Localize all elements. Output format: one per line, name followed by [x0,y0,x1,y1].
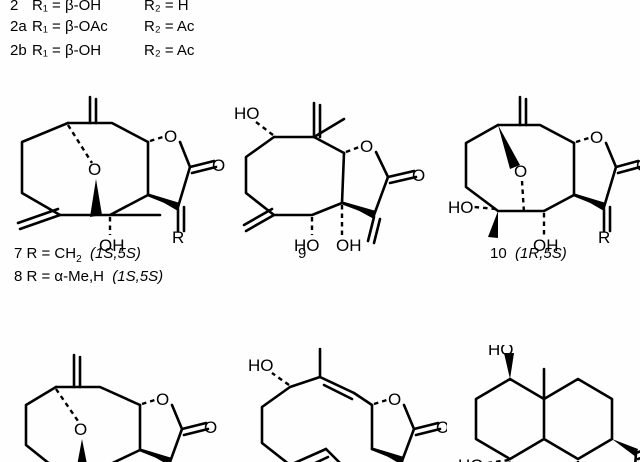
legend-row: 2 R₁ = β-OH R₂ = H [0,0,640,14]
atom-label-oh: OH [533,236,559,255]
wedge-ring-fusion [371,447,404,462]
legend-r2: R₂ = Ac [144,41,195,59]
caption-compound-10: 10 (1R,5S) [490,245,567,262]
legend-r1: R₁ = β-OH [32,0,102,14]
legend-row: 2b R₁ = β-OH R₂ = Ac [0,38,640,62]
structure-compound-10: O HO O O R OH [448,95,640,255]
wedge-ring-fusion [147,193,180,211]
atom-label-ho-bottom: HO [294,236,320,255]
atom-label-o-carbonyl: O [212,156,225,175]
wedge-ring-fusion [341,201,376,219]
atom-label-o-lactone: O [388,390,401,409]
structure-bottom-middle: HO O O [232,345,447,462]
structure-compound-7-8: O O O R OH [0,95,225,255]
atom-label-o-bridge: O [88,160,101,179]
atom-label-ho-top: HO [234,104,260,123]
wedge-methyl [509,459,511,462]
legend-r1: R₁ = β-OH [32,41,102,59]
wedge-bridge [90,179,102,217]
wedge-methyl [488,211,498,238]
wedge-isopropenyl [612,439,638,457]
atom-label-o-bridge: O [514,162,527,181]
atom-label-ho: HO [2,460,28,462]
atom-label-o-bridge: O [74,420,87,439]
atom-label-o-lactone: O [164,127,177,146]
legend-id: 2b [10,41,27,59]
wedge-ho-top [504,353,514,379]
legend-r2: R₂ = Ac [144,17,195,35]
wedge-bridge [77,439,87,462]
atom-label-o-carbonyl: O [204,418,217,437]
atom-label-oh: OH [99,236,125,255]
structure-compound-9: HO O O HO OH [232,95,447,255]
compound-legend: 2 R₁ = β-OH R₂ = H 2a R₁ = β-OAc R₂ = Ac… [0,0,640,62]
caption-compound-7: 7 R = CH2 (1S,5S) [14,245,141,265]
atom-label-r: R [172,228,184,247]
atom-label-ho: HO [448,198,474,217]
legend-id: 2a [10,17,27,35]
atom-label-ho-top: HO [488,345,514,359]
legend-r1: R₁ = β-OAc [32,17,108,35]
atom-label-o-carbonyl: O [412,166,425,185]
legend-r2: R₂ = H [144,0,189,14]
structure-bottom-right: HO HO [448,345,640,462]
atom-label-o-lactone: O [360,137,373,156]
atom-label-o-carbonyl: O [436,418,447,437]
atom-label-ho-bottom: HO [458,456,484,462]
atom-label-o-lactone: O [590,128,603,147]
wedge-ring-fusion [573,193,606,211]
caption-compound-8: 8 R = α-Me,H (1S,5S) [14,268,164,285]
wedge-ring-fusion [139,448,172,462]
structure-bottom-left: O HO O O [0,345,220,462]
legend-id: 2 [10,0,19,14]
atom-label-ho: HO [248,356,274,375]
wedge-bridge [498,125,520,169]
atom-label-o-lactone: O [156,390,169,409]
legend-row: 2a R₁ = β-OAc R₂ = Ac [0,14,640,38]
caption-compound-9: 9 [298,245,307,262]
atom-label-o-carbonyl: O [636,156,640,175]
atom-label-oh: OH [336,236,362,255]
atom-label-r: R [598,228,610,247]
